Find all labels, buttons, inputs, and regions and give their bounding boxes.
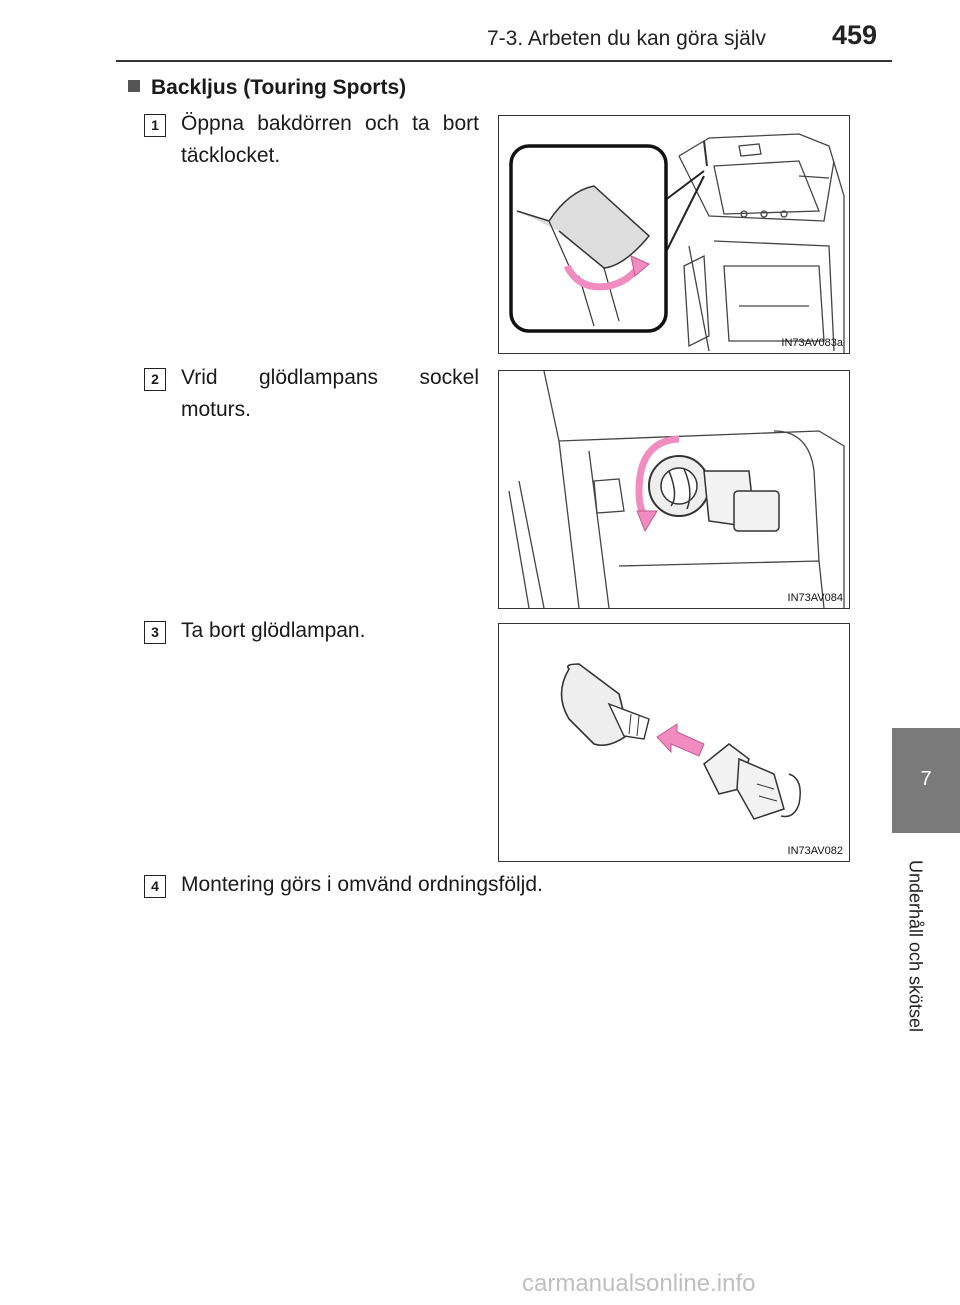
- header-divider: [116, 60, 892, 62]
- watermark: carmanualsonline.info: [522, 1270, 756, 1297]
- figure-code-1: IN73AV083a: [781, 337, 843, 349]
- section-heading: Backljus (Touring Sports): [128, 76, 406, 100]
- step-text-2: Vrid glödlampans sockel moturs.: [181, 366, 479, 421]
- page-number: 459: [832, 20, 878, 50]
- figure-bulb-socket: IN73AV084: [498, 370, 850, 609]
- chapter-tab: 7: [892, 728, 960, 833]
- chapter-title: Underhåll och skötsel: [905, 859, 926, 1033]
- step-number-2: 2: [144, 368, 166, 391]
- step-number-4: 4: [144, 875, 166, 898]
- square-bullet-icon: [128, 80, 140, 92]
- step-number-3: 3: [144, 621, 166, 644]
- chapter-title-vertical: Underhåll och skötsel: [880, 846, 950, 1046]
- figure-code-2: IN73AV084: [787, 592, 843, 604]
- figure-tailgate-cover: IN73AV083a: [498, 115, 850, 354]
- figure-bulb-removal: IN73AV082: [498, 623, 850, 862]
- section-heading-text: Backljus (Touring Sports): [151, 76, 407, 99]
- step-number-1: 1: [144, 114, 166, 137]
- figure-code-3: IN73AV082: [787, 845, 843, 857]
- running-header-section: 7-3. Arbeten du kan göra själv: [487, 27, 767, 50]
- step-text-1: Öppna bakdörren och ta bort täcklocket.: [181, 112, 479, 167]
- chapter-number: 7: [920, 768, 932, 790]
- step-text-4: Montering görs i omvänd ordningsföljd.: [181, 873, 543, 896]
- step-text-3: Ta bort glödlampan.: [181, 619, 366, 642]
